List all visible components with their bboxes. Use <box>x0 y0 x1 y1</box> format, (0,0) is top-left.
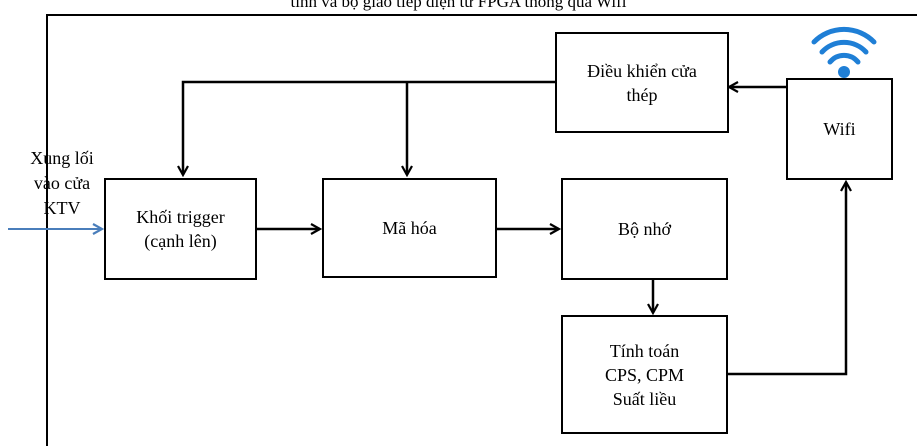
memory-block: Bộ nhớ <box>561 178 728 280</box>
figure-caption: tính và bộ giao tiếp điện tử FPGA thông … <box>290 0 627 11</box>
wifi-icon <box>811 26 877 78</box>
wifi-block-label: Wifi <box>823 119 856 139</box>
input-pulse-label: Xung lối vào cửa KTV <box>30 148 94 218</box>
arrow-calc-to-wifi <box>728 182 846 376</box>
door-control-block-label: Điều khiển cửa thép <box>587 60 697 105</box>
calculation-block-label: Tính toán CPS, CPM Suất liều <box>604 340 685 409</box>
calculation-block: Tính toán CPS, CPM Suất liều <box>561 315 728 434</box>
trigger-block-label: Khối trigger (cạnh lên) <box>136 207 225 251</box>
wifi-block: Wifi <box>786 78 893 180</box>
frame-top-border <box>46 14 917 16</box>
encoder-block: Mã hóa <box>322 178 497 278</box>
trigger-block: Khối trigger (cạnh lên) <box>104 178 257 280</box>
arrow-door-control-to-trigger <box>183 80 557 175</box>
memory-block-label: Bộ nhớ <box>617 219 672 239</box>
encoder-block-label: Mã hóa <box>382 218 437 238</box>
door-control-block: Điều khiển cửa thép <box>555 32 729 133</box>
frame-left-border <box>46 14 48 446</box>
